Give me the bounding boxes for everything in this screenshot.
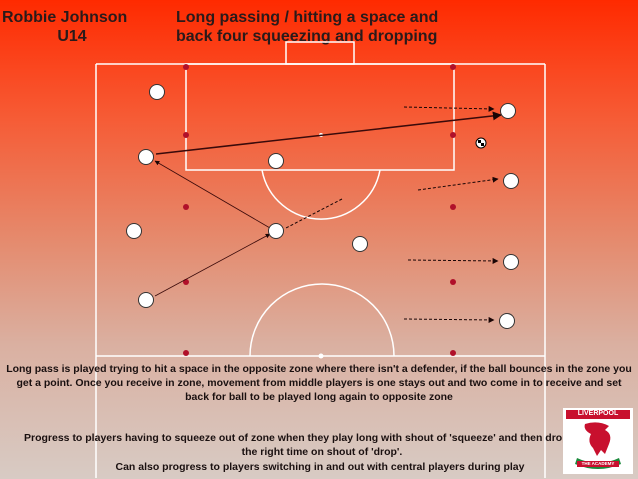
goal xyxy=(285,41,355,65)
pass-arrow xyxy=(154,233,271,297)
cone xyxy=(183,64,189,70)
players xyxy=(126,84,519,329)
penalty-area xyxy=(185,63,455,171)
cones xyxy=(183,64,456,356)
author-group: U14 xyxy=(57,28,87,45)
player xyxy=(499,313,515,329)
cone xyxy=(183,204,189,210)
session-title-line-2: back four squeezing and dropping xyxy=(176,28,438,45)
crest-bottom-text: THE ACADEMY xyxy=(581,461,615,466)
crest-top-text: LIVERPOOL xyxy=(577,410,619,417)
liverbird-icon xyxy=(566,410,630,469)
pass-arrow xyxy=(154,160,271,229)
cone xyxy=(450,350,456,356)
player xyxy=(126,223,142,239)
cone xyxy=(450,279,456,285)
cone xyxy=(450,132,456,138)
description-paragraph-1: Long pass is played trying to hit a spac… xyxy=(6,363,632,403)
player xyxy=(138,292,154,308)
player xyxy=(500,103,516,119)
cone xyxy=(450,204,456,210)
cone xyxy=(183,132,189,138)
cone xyxy=(450,64,456,70)
cone xyxy=(183,350,189,356)
centre-spot xyxy=(318,353,324,359)
description-paragraph-2: Progress to players having to squeeze ou… xyxy=(24,432,620,458)
cone xyxy=(183,279,189,285)
movement-arrow xyxy=(417,176,499,191)
player xyxy=(138,149,154,165)
centre-circle xyxy=(249,283,395,357)
movement-arrow xyxy=(403,105,495,112)
player xyxy=(352,236,368,252)
pitch-markings xyxy=(95,41,546,478)
movement-arrows xyxy=(285,105,499,323)
penalty-arc xyxy=(261,169,381,220)
description-paragraph-3: Can also progress to players switching i… xyxy=(115,461,525,473)
player xyxy=(268,153,284,169)
author-name: Robbie Johnson xyxy=(2,9,128,26)
long-pass-arrow xyxy=(155,111,502,155)
ball-icon xyxy=(475,137,487,149)
movement-arrow xyxy=(403,316,495,323)
player xyxy=(268,223,284,239)
player xyxy=(503,254,519,270)
player xyxy=(503,173,519,189)
session-title-line-1: Long passing / hitting a space and xyxy=(176,9,439,26)
player xyxy=(149,84,165,100)
liverpool-academy-crest xyxy=(563,408,633,474)
pass-lines xyxy=(154,111,502,297)
movement-arrow xyxy=(285,198,343,229)
movement-arrow xyxy=(407,257,499,264)
